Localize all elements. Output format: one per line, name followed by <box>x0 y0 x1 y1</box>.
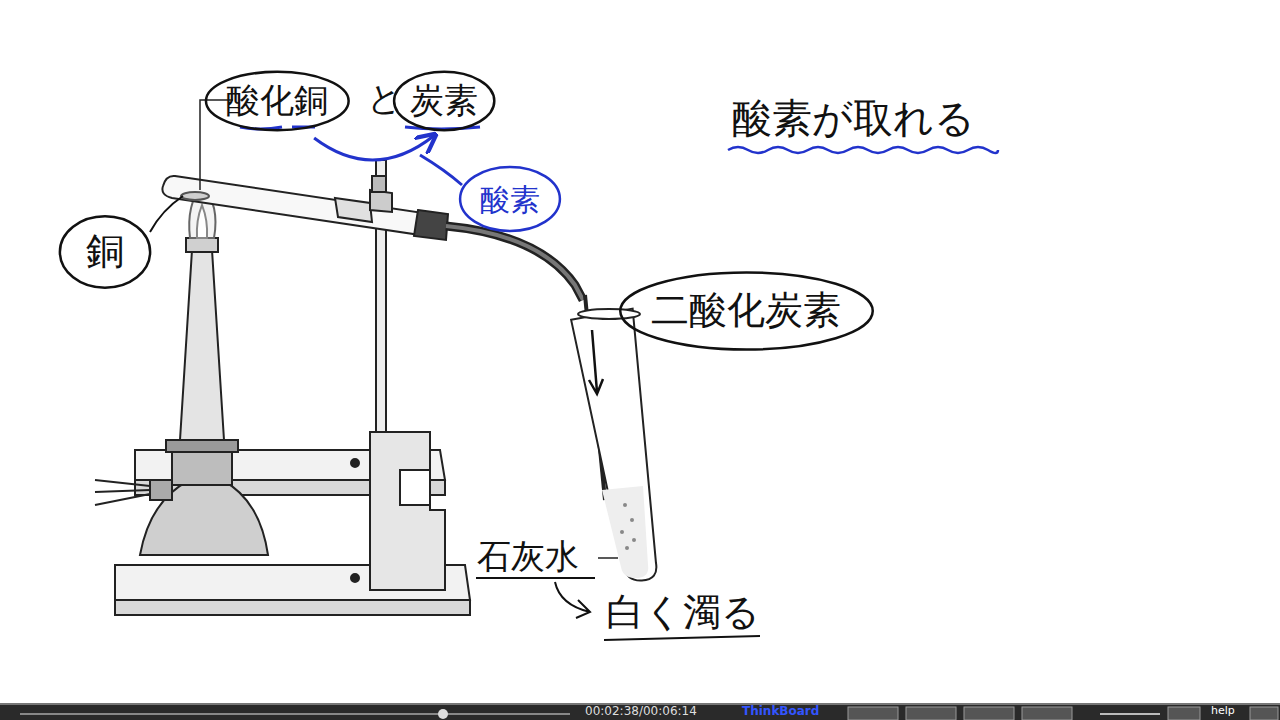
part-label: 石灰水 <box>477 538 579 575</box>
app-name: ThinkBoard <box>742 705 819 718</box>
carbon-circle: 炭素 <box>392 70 496 132</box>
node-text: 銅 <box>86 231 124 273</box>
oxygen-circle: 酸素 <box>458 165 562 233</box>
note-text: 酸素が取れる <box>732 96 975 140</box>
oxide-circle: 酸化銅 <box>203 70 352 132</box>
reaction-arrow <box>314 136 433 160</box>
node-text: 酸素 <box>480 183 540 216</box>
copper-circle: 銅 <box>58 214 152 290</box>
node-text: 二酸化炭素 <box>651 290 841 332</box>
co2-circle: 二酸化炭素 <box>615 270 878 352</box>
node-text: 酸化銅 <box>226 82 328 119</box>
particle-text: と <box>367 80 402 117</box>
help-button: help <box>1211 705 1235 717</box>
node-text: 炭素 <box>410 82 478 119</box>
result-text: 白く濁る <box>606 592 760 634</box>
time-display: 00:02:38/00:06:14 <box>585 705 697 718</box>
